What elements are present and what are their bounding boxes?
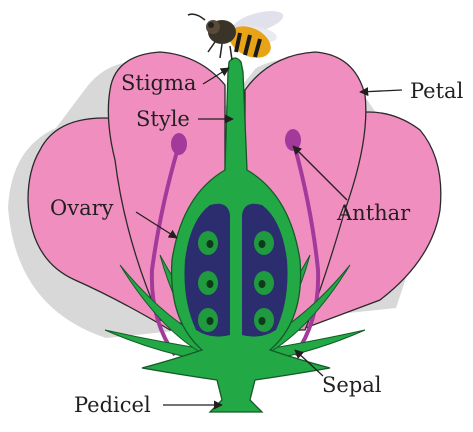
label-pedicel: Pedicel (74, 393, 151, 417)
label-anther: Anthar (336, 201, 411, 225)
label-petal: Petal (410, 79, 464, 103)
anther-right (285, 129, 301, 151)
label-style: Style (136, 107, 190, 131)
petal-pointer (360, 90, 402, 92)
anther-left (171, 133, 187, 155)
label-stigma: Stigma (121, 71, 196, 95)
label-ovary: Ovary (50, 196, 114, 220)
bee-icon (188, 7, 285, 64)
label-sepal: Sepal (322, 373, 382, 397)
